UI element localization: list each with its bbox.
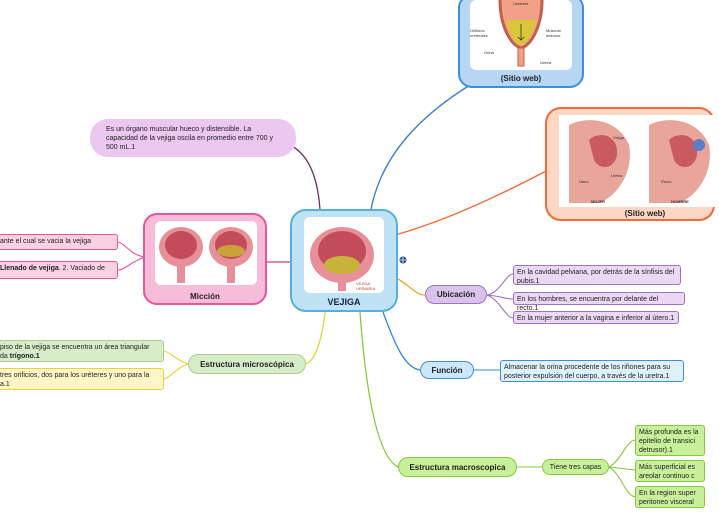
top-web-label-4: Uretra bbox=[540, 60, 552, 65]
top-web-image: Ureteres Orificios ureterales Músculo de… bbox=[470, 0, 572, 70]
bladder-icon bbox=[310, 227, 374, 291]
ubicacion-title: Ubicación bbox=[436, 290, 476, 299]
right-web-label-3: MUJER bbox=[591, 199, 606, 204]
link-micro-items bbox=[163, 350, 189, 380]
central-title[interactable]: VEJIGA bbox=[327, 297, 361, 307]
right-web-label-0: Vejiga bbox=[613, 135, 624, 140]
right-web-caption[interactable]: (Sitio web) bbox=[624, 209, 666, 218]
link-to-definition bbox=[289, 144, 321, 211]
micro-item-1[interactable]: tres orificios, dos para los uréteres y … bbox=[0, 368, 164, 390]
top-web-label-2: Músculo detrusor bbox=[546, 28, 561, 38]
micro-node[interactable]: Estructura microscópica bbox=[188, 354, 306, 374]
definition-text: Es un órgano muscular hueco y distensibl… bbox=[106, 126, 273, 151]
bladder-diagram-icon bbox=[498, 0, 544, 67]
link-to-ubicacion bbox=[395, 277, 426, 296]
link-to-right-web bbox=[394, 169, 549, 236]
macro-item-0[interactable]: Más profunda es la epitelio de transici … bbox=[635, 425, 705, 456]
miccion-diagram-icon bbox=[159, 227, 253, 283]
central-node[interactable]: VEJIGA URINARIA VEJIGA bbox=[290, 209, 398, 312]
macro-title: Estructura macroscopica bbox=[409, 462, 506, 472]
right-web-node[interactable]: Vejiga Uretra Útero MUJER HOMBRE Recto (… bbox=[545, 107, 719, 221]
definition-node[interactable]: Es un órgano muscular hueco y distensibl… bbox=[90, 119, 296, 157]
link-to-funcion bbox=[382, 311, 421, 371]
macro-sub-text: Tiene tres capas bbox=[549, 463, 602, 471]
link-to-top-web bbox=[369, 84, 471, 216]
funcion-text-node[interactable]: Almacenar la orina procedente de los riñ… bbox=[500, 360, 684, 382]
central-image: VEJIGA URINARIA bbox=[304, 217, 384, 293]
funcion-text: Almacenar la orina procedente de los riñ… bbox=[504, 364, 671, 380]
miccion-item-1[interactable]: Llenado de vejiga. 2. Vaciado de bbox=[0, 261, 118, 279]
miccion-title[interactable]: Micción bbox=[190, 292, 220, 301]
top-web-label-3: Orina bbox=[484, 50, 494, 55]
link-miccion-items bbox=[117, 241, 146, 271]
macro-node[interactable]: Estructura macroscopica bbox=[398, 457, 517, 477]
central-image-label: VEJIGA URINARIA bbox=[356, 281, 376, 291]
top-web-caption[interactable]: (Sitio web) bbox=[500, 74, 542, 83]
miccion-node[interactable]: Micción bbox=[143, 213, 267, 305]
micro-item-0[interactable]: piso de la vejiga se encuentra un área t… bbox=[0, 340, 164, 362]
miccion-item-0[interactable]: ante el cual se vacia la vejiga bbox=[0, 234, 118, 250]
right-web-label-1: Uretra bbox=[611, 173, 623, 178]
funcion-title: Función bbox=[431, 365, 463, 375]
top-web-node[interactable]: Ureteres Orificios ureterales Músculo de… bbox=[458, 0, 584, 88]
connector-lines bbox=[117, 84, 636, 498]
miccion-image bbox=[155, 221, 257, 285]
miccion-item-1-bold: Llenado de vejiga bbox=[0, 265, 59, 272]
ubicacion-node[interactable]: Ubicación bbox=[425, 285, 487, 304]
link-sub-items bbox=[608, 439, 636, 498]
link-to-macro bbox=[359, 311, 399, 468]
top-web-label-0: Ureteres bbox=[513, 1, 529, 6]
link-ubicacion-items bbox=[486, 273, 514, 319]
macro-item-2[interactable]: En la region super peritoneo visceral bbox=[635, 486, 705, 508]
pelvis-anatomy-icon bbox=[559, 115, 719, 207]
right-web-label-5: Recto bbox=[661, 179, 672, 184]
ubicacion-item-0[interactable]: En la cavidad pelviana, por detrás de la… bbox=[513, 265, 681, 285]
ubicacion-item-1[interactable]: En los hombres, se encuentra por delante… bbox=[513, 292, 685, 312]
ubicacion-item-2[interactable]: En la mujer anterior a la vagina e infer… bbox=[513, 311, 679, 324]
miccion-item-1-rest: . 2. Vaciado de bbox=[58, 265, 105, 272]
macro-item-1[interactable]: Más superficial es areolar continuo c bbox=[635, 460, 705, 482]
right-web-image: Vejiga Uretra Útero MUJER HOMBRE Recto bbox=[559, 115, 719, 207]
link-to-micro bbox=[304, 311, 326, 365]
micro-title: Estructura microscópica bbox=[200, 359, 294, 369]
right-web-label-2: Útero bbox=[579, 179, 589, 184]
funcion-node[interactable]: Función bbox=[420, 361, 474, 379]
top-web-label-1: Orificios ureterales bbox=[470, 28, 488, 38]
right-web-label-4: HOMBRE bbox=[671, 199, 689, 204]
macro-sub-node[interactable]: Tiene tres capas bbox=[542, 459, 609, 475]
